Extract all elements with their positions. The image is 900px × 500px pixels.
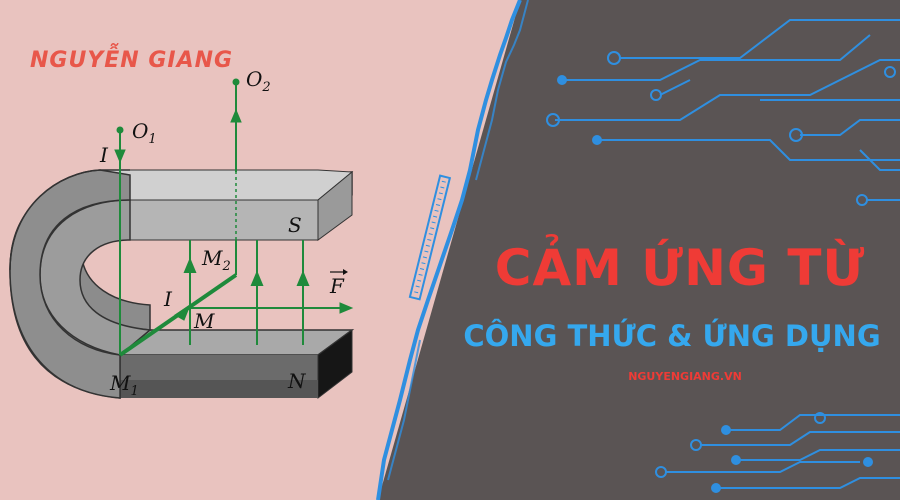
label-n-pole: N — [287, 369, 307, 393]
jagged-edge-line — [376, 0, 522, 500]
label-current-top: I — [99, 143, 109, 167]
label-force: F — [329, 274, 345, 298]
magnetic-field-lines — [183, 240, 310, 345]
page-title: CẢM ỨNG TỪ — [494, 239, 866, 297]
brand-logo-text: NGUYỄN GIANG — [30, 48, 234, 73]
label-o1: O1 — [132, 119, 157, 147]
circuit-lines-bottom — [655, 412, 900, 493]
current-wire — [114, 78, 354, 357]
label-s-pole: S — [288, 213, 302, 237]
website-link[interactable]: NGUYENGIANG.VN — [628, 370, 742, 383]
dark-background-shape — [378, 0, 900, 500]
circuit-lines-top — [546, 19, 900, 206]
label-m2: M2 — [201, 246, 231, 274]
circuit-ruler-decoration — [408, 174, 452, 301]
label-m: M — [193, 309, 215, 333]
page-subtitle: CÔNG THỨC & ỨNG DỤNG — [463, 319, 881, 353]
label-m1: M1 — [109, 371, 139, 399]
magnet-body — [9, 169, 355, 400]
label-o2: O2 — [246, 67, 271, 95]
label-current-mid: I — [163, 287, 173, 311]
